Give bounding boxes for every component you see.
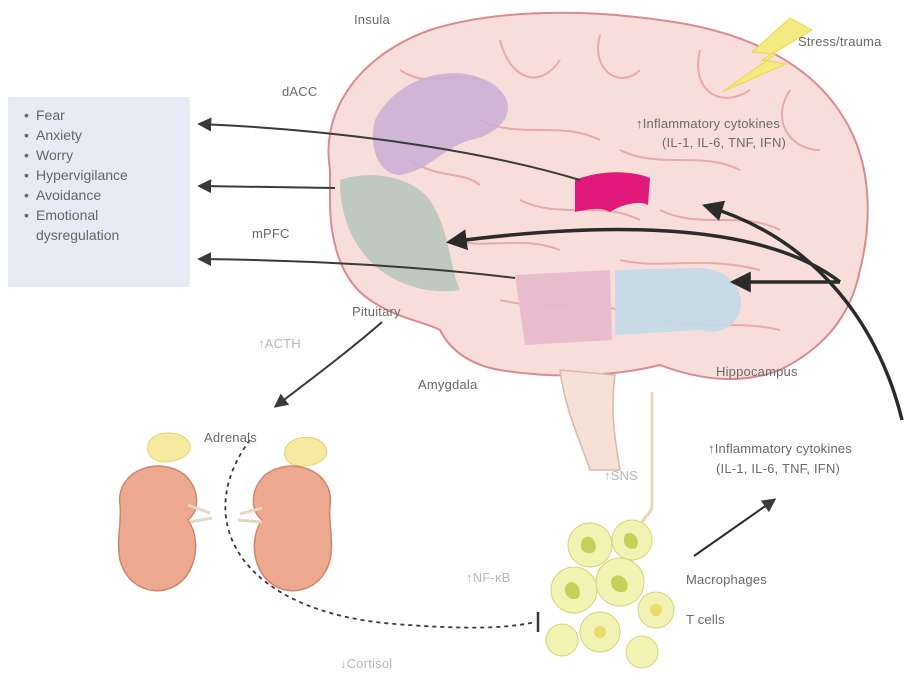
symptom-item: Anxiety bbox=[24, 125, 190, 145]
hippocampus-label: Hippocampus bbox=[716, 364, 798, 379]
cytokines-bottom-line2: (IL-1, IL-6, TNF, IFN) bbox=[716, 461, 840, 476]
amygdala-label: Amygdala bbox=[418, 377, 477, 392]
nfkb-label: ↑NF-κB bbox=[466, 570, 511, 585]
macrophages-label: Macrophages bbox=[686, 572, 767, 587]
insula-label: Insula bbox=[354, 12, 390, 27]
right-kidney-icon bbox=[238, 437, 331, 590]
symptom-item: Emotional dysregulation bbox=[24, 205, 166, 245]
arrow-macrophages-to-cytokines bbox=[694, 500, 774, 556]
amygdala-region bbox=[515, 270, 612, 345]
brain bbox=[328, 13, 867, 470]
hippocampus-region bbox=[615, 268, 741, 335]
stress-trauma-label: Stress/trauma bbox=[798, 34, 882, 49]
sns-nerve-line bbox=[640, 392, 652, 530]
cytokines-top-line2: (IL-1, IL-6, TNF, IFN) bbox=[662, 135, 786, 150]
immune-cells-cluster bbox=[546, 520, 674, 668]
symptom-item: Fear bbox=[24, 105, 190, 125]
tcells-label: T cells bbox=[686, 612, 725, 627]
acth-label: ↑ACTH bbox=[258, 336, 301, 351]
cytokines-bottom-line1: ↑Inflammatory cytokines bbox=[708, 441, 852, 456]
cytokines-top-line1: ↑Inflammatory cytokines bbox=[636, 116, 780, 131]
brain-stem bbox=[560, 370, 620, 470]
cortisol-label: ↓Cortisol bbox=[340, 656, 392, 671]
left-kidney-icon bbox=[119, 433, 212, 591]
arrow-pituitary-to-adrenals bbox=[276, 322, 382, 406]
mpfc-label: mPFC bbox=[252, 226, 290, 241]
symptom-item: Hypervigilance bbox=[24, 165, 190, 185]
symptoms-box: Fear Anxiety Worry Hypervigilance Avoida… bbox=[8, 97, 190, 287]
symptom-item: Worry bbox=[24, 145, 190, 165]
pituitary-label: Pituitary bbox=[352, 304, 401, 319]
dacc-label: dACC bbox=[282, 84, 317, 99]
symptom-item: Avoidance bbox=[24, 185, 190, 205]
symptoms-list: Fear Anxiety Worry Hypervigilance Avoida… bbox=[8, 97, 190, 245]
adrenals-label: Adrenals bbox=[204, 430, 257, 445]
sns-label: ↑SNS bbox=[604, 468, 638, 483]
arrow-mpfc-to-symptoms bbox=[200, 186, 335, 188]
